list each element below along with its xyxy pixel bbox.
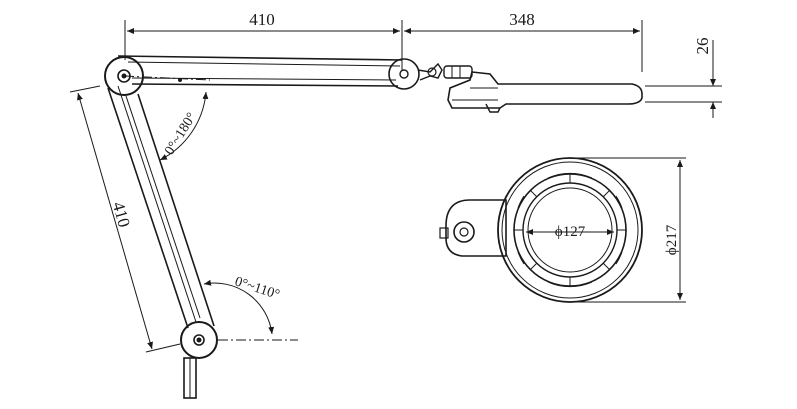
lower-arm-length-label: 410 [109, 200, 134, 230]
lens-diameter-label: ϕ127 [555, 224, 586, 240]
upper-angle-indicator [123, 75, 211, 161]
upper-joint-angle-label: 0°~180° [162, 110, 200, 158]
dimension-lower-arm [69, 85, 181, 353]
mount-block [439, 199, 507, 257]
dimension-head-thickness [645, 40, 722, 118]
head-diameter-label: ϕ217 [664, 224, 680, 255]
led-segments [514, 172, 626, 288]
head-reach-label: 348 [509, 10, 535, 29]
lower-joint-angle-label: 0°~110° [233, 274, 282, 303]
mount-post [183, 357, 197, 399]
dimension-head-diameter [570, 157, 686, 303]
upper-arm [117, 55, 403, 87]
lower-joint [180, 321, 218, 359]
head-joint [388, 58, 473, 90]
lower-angle-indicator [203, 279, 298, 341]
head-thickness-label: 26 [693, 38, 712, 55]
dimension-top-lines [124, 20, 643, 72]
upper-arm-length-label: 410 [249, 10, 275, 29]
front-view: ϕ127 ϕ217 [439, 157, 686, 303]
lamp-head-side [447, 71, 643, 113]
side-view: 410 348 26 [69, 10, 722, 399]
